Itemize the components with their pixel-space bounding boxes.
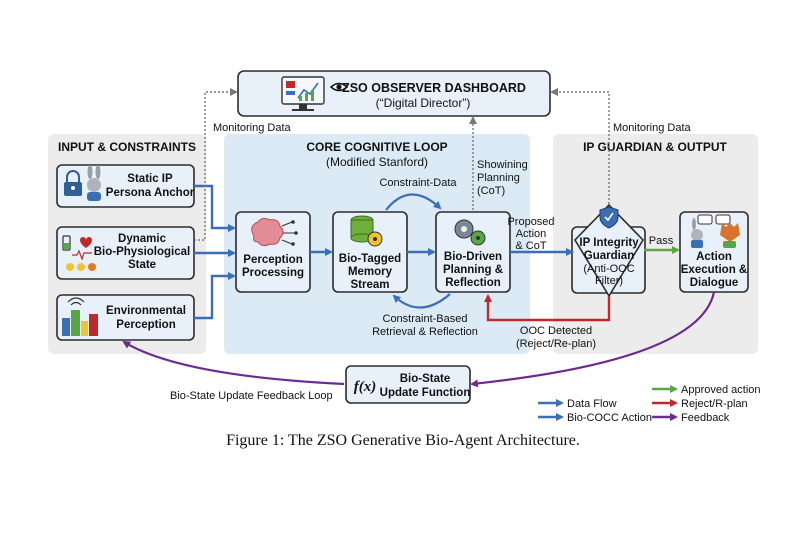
memory-line2: Memory [348, 266, 393, 278]
action-to-update-arrow [470, 291, 716, 388]
memory-line1: Bio-Tagged [339, 253, 401, 265]
guardian-line2: Guardian [584, 250, 634, 262]
constraint-data-label: Constraint-Data [379, 177, 457, 189]
pass-label: Pass [649, 235, 674, 247]
planning-line1: Bio-Driven [444, 251, 502, 263]
input-panel-title: INPUT & CONSTRAINTS [58, 140, 196, 154]
core-panel-subtitle: (Modified Stanford) [326, 155, 428, 169]
feedback-loop-label: Bio-State Update Feedback Loop [170, 390, 333, 402]
showing-planning-line2: Planning [477, 172, 520, 184]
proposed-line3: & CoT [515, 240, 546, 252]
environment-line1: Environmental [106, 305, 186, 317]
monitoring-right-arrow [550, 88, 610, 204]
bio-state-line3: State [128, 259, 156, 271]
ip-guardian-output-panel [553, 134, 758, 354]
constraint-data-arc [385, 193, 442, 211]
dashboard-subtitle: (“Digital Director”) [376, 96, 471, 110]
update-to-environment-arrow [122, 340, 345, 386]
monitoring-left-label: Monitoring Data [213, 122, 292, 134]
reject-arrow [484, 294, 611, 322]
action-line1: Action [696, 251, 732, 263]
guardian-panel-title: IP GUARDIAN & OUTPUT [583, 140, 727, 154]
bio-state-line1: Dynamic [118, 233, 167, 245]
legend: Data Flow Bio-COCC Action Approved actio… [538, 384, 761, 424]
showing-planning-line1: Showining [477, 159, 528, 171]
static-ip-to-perception-arrow [194, 184, 236, 232]
static-ip-line1: Static IP [127, 173, 173, 185]
proposed-line2: Action [516, 228, 547, 240]
retrieval-label-line2: Retrieval & Reflection [372, 326, 478, 338]
planning-line2: Planning & [443, 264, 503, 276]
legend-bio-cocc: Bio-COCC Action [567, 412, 652, 424]
monitoring-left-arrow [194, 88, 238, 241]
dashboard-title: ZSO OBSERVER DASHBOARD [342, 81, 526, 95]
memory-line3: Stream [351, 279, 390, 291]
planning-line3: Reflection [445, 277, 501, 289]
static-ip-line2: Persona Anchor [106, 187, 195, 199]
bio-update-line2: Update Function [380, 387, 471, 399]
bio-update-line1: Bio-State [400, 373, 450, 385]
bio-update-node [345, 365, 471, 404]
showing-planning-line3: (CoT) [477, 185, 505, 197]
lock-icon [64, 170, 82, 196]
legend-approved: Approved action [681, 384, 761, 396]
proposed-line1: Proposed [507, 216, 554, 228]
architecture-diagram: INPUT & CONSTRAINTS CORE COGNITIVE LOOP … [48, 70, 761, 424]
monitor-chart-icon [281, 76, 325, 111]
guardian-line4: Filter) [595, 275, 623, 287]
ooc-line2: (Reject/Re-plan) [516, 338, 596, 350]
biohazard-database-icon [350, 215, 383, 247]
retrieval-arc [392, 293, 451, 309]
retrieval-label-line1: Constraint-Based [383, 313, 468, 325]
eye-icon [329, 82, 349, 92]
environment-line2: Perception [116, 319, 175, 331]
monitoring-right-label: Monitoring Data [613, 122, 692, 134]
action-line2: Execution & [681, 264, 747, 276]
legend-feedback: Feedback [681, 412, 730, 424]
legend-reject: Reject/R-plan [681, 398, 748, 410]
ooc-line1: OOC Detected [520, 325, 592, 337]
guardian-line3: (Anti-OOC [583, 263, 634, 275]
bio-state-line2: Bio-Physiological [94, 246, 191, 258]
environment-to-perception-arrow [194, 272, 236, 320]
perception-line1: Perception [243, 254, 302, 266]
battery-heart-icon [62, 235, 96, 271]
gears-biohazard-icon [454, 219, 486, 246]
guardian-line1: IP Integrity [579, 237, 639, 249]
function-icon: f(x) [354, 379, 377, 395]
shield-check-icon [599, 206, 619, 229]
legend-data-flow: Data Flow [567, 398, 617, 410]
action-line3: Dialogue [690, 277, 739, 289]
brain-circuit-icon [251, 217, 298, 247]
core-panel-title: CORE COGNITIVE LOOP [306, 140, 447, 154]
perception-line2: Processing [242, 267, 304, 279]
bunny-avatar-icon [87, 165, 101, 201]
figure-caption: Figure 1: The ZSO Generative Bio-Agent A… [226, 432, 580, 449]
city-wifi-icon [62, 297, 98, 336]
characters-dialogue-icon [691, 214, 740, 248]
